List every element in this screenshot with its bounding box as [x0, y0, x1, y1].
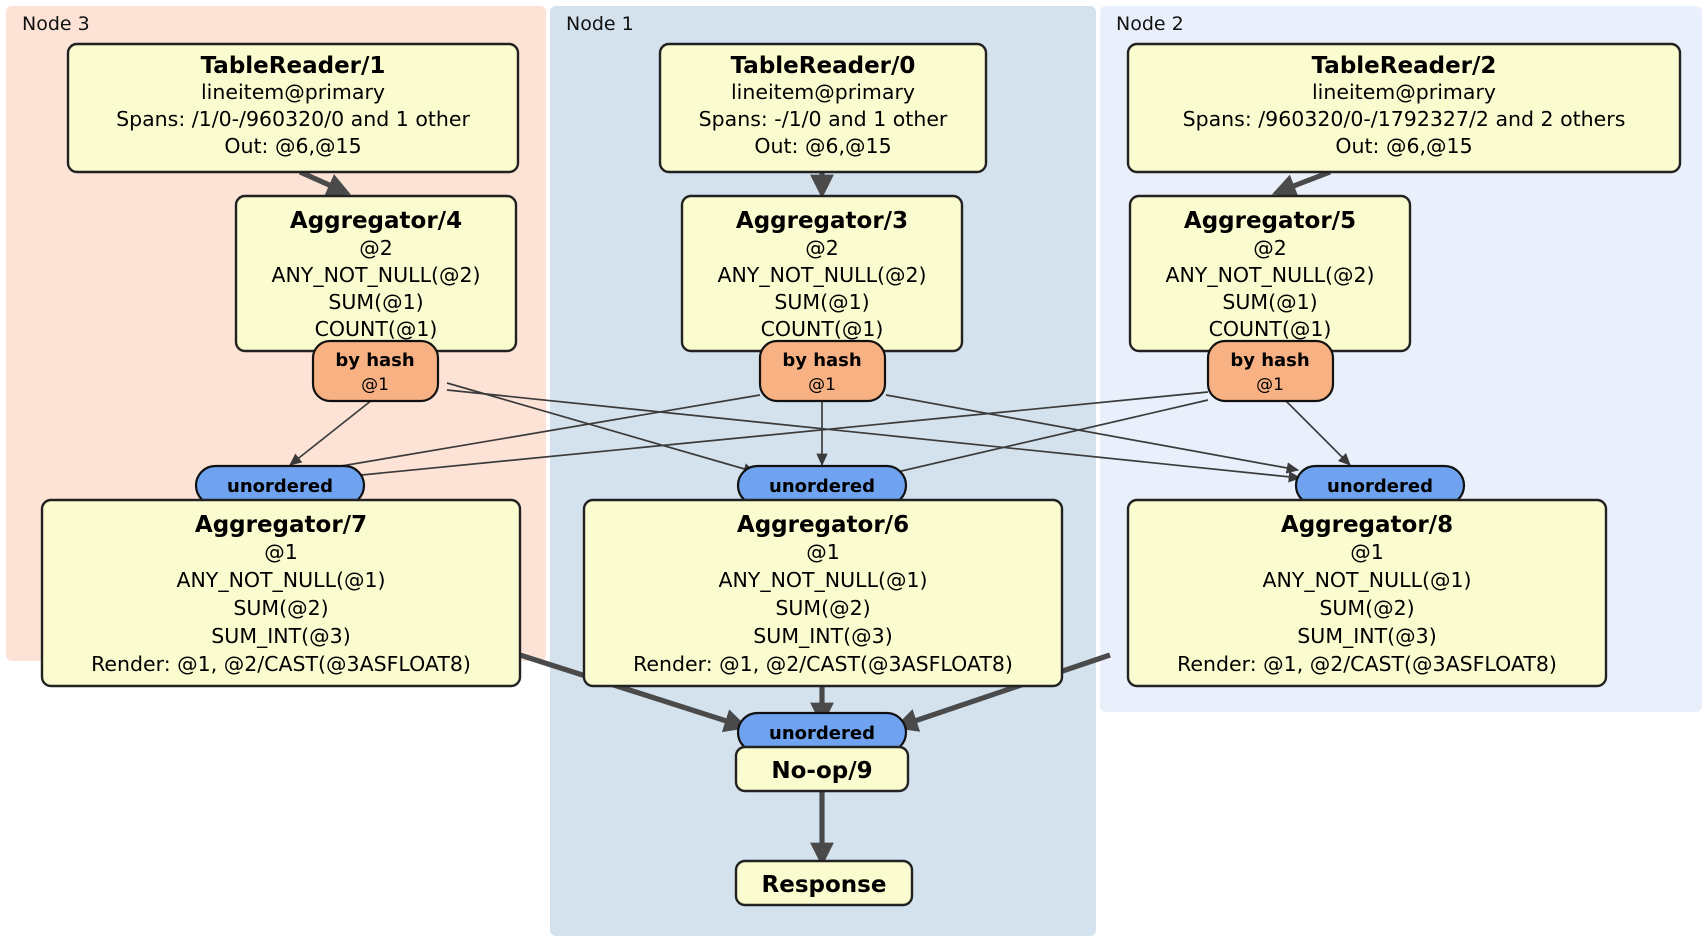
processor-line: SUM(@1) — [1222, 290, 1317, 314]
node-label-node1: Node 1 — [566, 13, 634, 35]
processor-line: Spans: -/1/0 and 1 other — [699, 107, 948, 131]
processor-line: Out: @6,@15 — [1335, 134, 1472, 158]
edge-reader2-to-aggregator5 — [1271, 169, 1331, 197]
processor-title: Aggregator/8 — [1281, 512, 1453, 538]
router-subtitle: @1 — [361, 375, 389, 395]
processor-line: lineitem@primary — [731, 80, 915, 104]
edge-hash-left-to-unordered-left — [289, 399, 373, 466]
processor-aggregator-4[interactable]: Aggregator/4 @2 ANY_NOT_NULL(@2) SUM(@1)… — [234, 194, 518, 353]
node-label-node3: Node 3 — [22, 13, 90, 35]
processor-line: SUM_INT(@3) — [211, 624, 350, 649]
synchronizer-unordered-left[interactable]: unordered — [194, 464, 366, 507]
processor-title: Aggregator/4 — [290, 208, 462, 234]
processor-noop-9[interactable]: No-op/9 — [734, 745, 910, 793]
processor-title: TableReader/0 — [731, 53, 916, 79]
processor-line: @2 — [359, 236, 393, 260]
processor-line: ANY_NOT_NULL(@2) — [1165, 263, 1374, 288]
processor-line: SUM(@1) — [328, 290, 423, 314]
processor-line: lineitem@primary — [1312, 80, 1496, 104]
processor-line: ANY_NOT_NULL(@1) — [176, 568, 385, 593]
router-title: by hash — [1230, 350, 1309, 371]
router-hash-right[interactable]: by hash @1 — [1206, 339, 1335, 403]
processor-line: @2 — [805, 236, 839, 260]
synchronizer-label: unordered — [769, 476, 875, 497]
processor-title: Aggregator/7 — [195, 512, 367, 538]
processor-line: ANY_NOT_NULL(@1) — [718, 568, 927, 593]
processor-line: SUM(@2) — [233, 596, 328, 620]
processor-response[interactable]: Response — [734, 859, 914, 907]
edge-hash-right-to-unordered-center — [878, 399, 1209, 479]
processor-title: Aggregator/6 — [737, 512, 909, 538]
processor-line: Out: @6,@15 — [754, 134, 891, 158]
edge-aggregator7-to-unordered-final — [519, 652, 749, 733]
processor-table-reader-1[interactable]: TableReader/1 lineitem@primary Spans: /1… — [66, 42, 520, 174]
router-hash-center[interactable]: by hash @1 — [758, 339, 887, 403]
synchronizer-unordered-final[interactable]: unordered — [736, 711, 908, 754]
processor-table-reader-0[interactable]: TableReader/0 lineitem@primary Spans: -/… — [658, 42, 988, 174]
edge-hash-center-to-unordered-right — [885, 394, 1300, 474]
edge-aggregator8-to-unordered-final — [893, 652, 1111, 732]
processor-line: COUNT(@1) — [1209, 317, 1332, 341]
edge-hash-right-to-unordered-right — [1284, 399, 1351, 466]
processor-line: Spans: /1/0-/960320/0 and 1 other — [116, 107, 470, 131]
processor-aggregator-3[interactable]: Aggregator/3 @2 ANY_NOT_NULL(@2) SUM(@1)… — [680, 194, 964, 353]
processor-title: Response — [762, 872, 887, 898]
synchronizer-label: unordered — [1327, 476, 1433, 497]
processor-line: COUNT(@1) — [761, 317, 884, 341]
edge-reader1-to-aggregator4 — [298, 169, 351, 196]
router-subtitle: @1 — [808, 375, 836, 395]
processor-line: Render: @1, @2/CAST(@3ASFLOAT8) — [633, 652, 1013, 676]
router-hash-left[interactable]: by hash @1 — [311, 339, 440, 403]
node-label-node2: Node 2 — [1116, 13, 1184, 35]
processor-aggregator-6[interactable]: Aggregator/6 @1 ANY_NOT_NULL(@1) SUM(@2)… — [582, 498, 1064, 688]
synchronizer-label: unordered — [227, 476, 333, 497]
processor-title: No-op/9 — [771, 758, 872, 784]
edge-hash-left-to-unordered-right — [446, 389, 1302, 483]
processor-line: Render: @1, @2/CAST(@3ASFLOAT8) — [91, 652, 471, 676]
router-subtitle: @1 — [1256, 375, 1284, 395]
processor-line: @1 — [1350, 540, 1384, 564]
edge-hash-right-to-unordered-left — [298, 391, 1209, 486]
processor-line: ANY_NOT_NULL(@1) — [1262, 568, 1471, 593]
processor-line: @1 — [806, 540, 840, 564]
processor-line: COUNT(@1) — [315, 317, 438, 341]
processor-line: SUM(@1) — [774, 290, 869, 314]
processor-line: Out: @6,@15 — [224, 134, 361, 158]
edge-hash-left-to-unordered-center — [446, 382, 757, 475]
processor-line: Spans: /960320/0-/1792327/2 and 2 others — [1183, 107, 1626, 131]
processor-line: SUM(@2) — [1319, 596, 1414, 620]
synchronizer-unordered-center[interactable]: unordered — [736, 464, 908, 507]
processor-line: SUM_INT(@3) — [753, 624, 892, 649]
processor-line: SUM_INT(@3) — [1297, 624, 1436, 649]
edge-hash-center-to-unordered-left — [298, 394, 761, 477]
processor-title: TableReader/1 — [201, 53, 386, 79]
processor-line: lineitem@primary — [201, 80, 385, 104]
router-title: by hash — [335, 350, 414, 371]
processor-line: @1 — [264, 540, 298, 564]
processor-aggregator-7[interactable]: Aggregator/7 @1 ANY_NOT_NULL(@1) SUM(@2)… — [40, 498, 522, 688]
processor-title: Aggregator/5 — [1184, 208, 1356, 234]
processor-line: SUM(@2) — [775, 596, 870, 620]
synchronizer-label: unordered — [769, 723, 875, 744]
processor-title: Aggregator/3 — [736, 208, 908, 234]
processor-aggregator-8[interactable]: Aggregator/8 @1 ANY_NOT_NULL(@1) SUM(@2)… — [1126, 498, 1608, 688]
processor-line: ANY_NOT_NULL(@2) — [717, 263, 926, 288]
processor-table-reader-2[interactable]: TableReader/2 lineitem@primary Spans: /9… — [1126, 42, 1682, 174]
processor-line: ANY_NOT_NULL(@2) — [271, 263, 480, 288]
processor-aggregator-5[interactable]: Aggregator/5 @2 ANY_NOT_NULL(@2) SUM(@1)… — [1128, 194, 1412, 353]
router-title: by hash — [782, 350, 861, 371]
processor-line: @2 — [1253, 236, 1287, 260]
processor-line: Render: @1, @2/CAST(@3ASFLOAT8) — [1177, 652, 1557, 676]
processor-title: TableReader/2 — [1312, 53, 1497, 79]
